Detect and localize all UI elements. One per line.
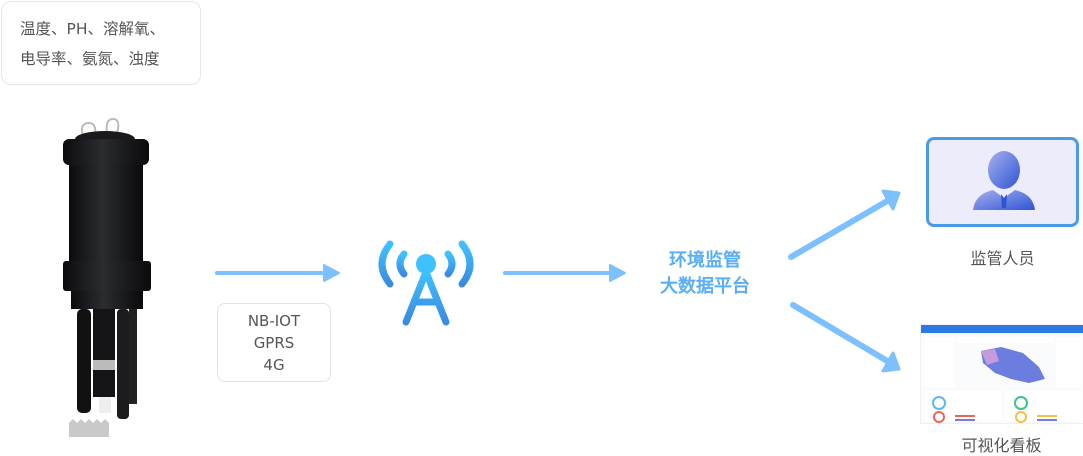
dashboard-thumbnail xyxy=(920,324,1083,424)
arrows-to-outputs xyxy=(788,189,901,373)
arrow-to-dashboard xyxy=(790,302,892,365)
arrow-tower-to-platform xyxy=(503,264,626,282)
protocol-item: GPRS xyxy=(253,334,295,352)
ring-right xyxy=(105,117,120,134)
protocols-box: NB-IOT GPRS 4G xyxy=(217,303,331,382)
ring-left xyxy=(80,121,97,138)
parameters-box: 温度、PH、溶解氧、 电导率、氨氮、浊度 xyxy=(1,1,201,85)
parameters-line-1: 温度、PH、溶解氧、 xyxy=(20,20,166,38)
platform-line-2: 大数据平台 xyxy=(660,276,750,297)
platform-label: 环境监管 大数据平台 xyxy=(640,248,770,300)
signal-tower-icon xyxy=(378,240,474,326)
dashboard-header-bar xyxy=(921,325,1083,333)
personnel-card xyxy=(926,137,1079,227)
parameters-line-2: 电导率、氨氮、浊度 xyxy=(20,50,160,68)
protocol-item: 4G xyxy=(263,356,285,374)
water-quality-sensor-image xyxy=(63,117,151,437)
dashboard-label: 可视化看板 xyxy=(961,436,1042,455)
arrow-sensor-to-tower xyxy=(215,264,340,282)
arrow-to-personnel xyxy=(788,197,892,260)
dashboard-preview-image xyxy=(924,337,1081,423)
personnel-label: 监管人员 xyxy=(970,249,1035,268)
person-icon xyxy=(973,151,1035,210)
protocol-item: NB-IOT xyxy=(247,312,301,330)
platform-line-1: 环境监管 xyxy=(669,250,741,271)
